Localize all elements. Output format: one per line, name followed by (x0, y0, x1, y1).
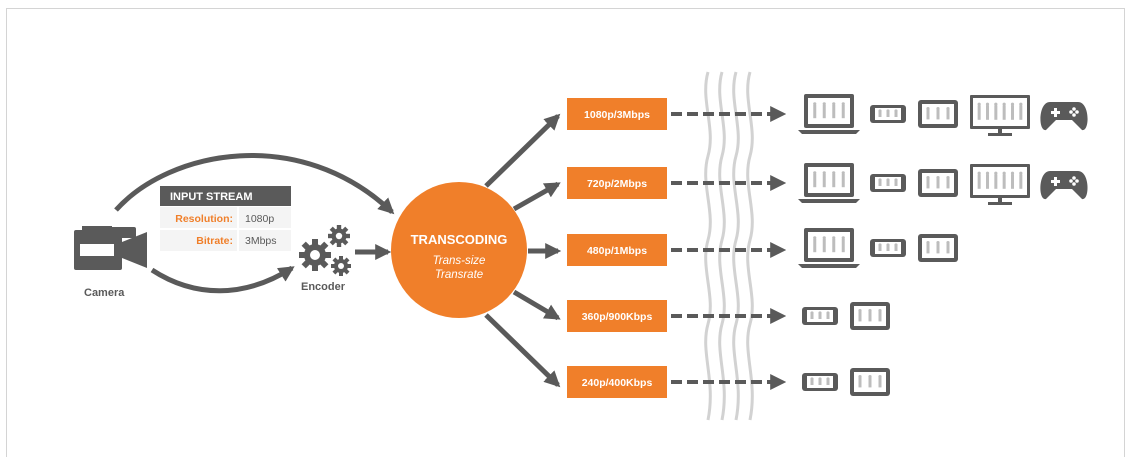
device-row (802, 368, 890, 396)
camera-to-transcoder-arrow (114, 153, 395, 215)
camera-label: Camera (84, 287, 125, 299)
tv-icon (970, 164, 1030, 205)
phone-icon (802, 307, 838, 325)
output-box: 1080p/3Mbps (567, 98, 667, 130)
input-stream-table: INPUT STREAM Resolution: 1080p Bitrate: … (160, 186, 291, 251)
fan-arrow-1 (484, 113, 561, 188)
gamepad-icon (1040, 171, 1088, 200)
laptop-icon (798, 163, 860, 203)
output-label-360p: 360p/900Kbps (582, 311, 653, 323)
phone-icon (802, 373, 838, 391)
phone-icon (870, 174, 906, 192)
diagram-frame (6, 8, 1125, 457)
output-box: 720p/2Mbps (567, 167, 667, 199)
network-waves (704, 71, 754, 421)
tablet-icon (850, 302, 890, 330)
encoder-label: Encoder (301, 281, 346, 293)
device-row (798, 163, 1088, 205)
tablet-icon (918, 169, 958, 197)
resolution-value: 1080p (245, 213, 274, 225)
transcoding-line-1: Trans-size (433, 255, 486, 267)
transcoding-line-2: Transrate (435, 269, 483, 281)
tablet-icon (918, 100, 958, 128)
phone-icon (870, 239, 906, 257)
tablet-icon (918, 234, 958, 262)
output-label-240p: 240p/400Kbps (582, 377, 653, 389)
fan-arrow-5 (484, 313, 561, 388)
output-label-1080p: 1080p/3Mbps (584, 109, 650, 121)
dashed-arrows (671, 106, 787, 390)
output-box: 360p/900Kbps (567, 300, 667, 332)
transcoding-circle (391, 182, 527, 318)
fan-arrow-2 (512, 181, 561, 212)
fan-out-arrows (484, 113, 562, 388)
resolution-key: Resolution: (175, 213, 233, 225)
output-box: 480p/1Mbps (567, 234, 667, 266)
gears-icon (299, 225, 351, 276)
output-box: 240p/400Kbps (567, 366, 667, 398)
gamepad-icon (1040, 102, 1088, 131)
tablet-icon (850, 368, 890, 396)
device-row (798, 94, 1088, 136)
device-row (802, 302, 890, 330)
tv-icon (970, 95, 1030, 136)
laptop-icon (798, 94, 860, 134)
device-row (798, 228, 958, 268)
device-groups (798, 94, 1088, 396)
fan-arrow-4 (512, 289, 561, 321)
bitrate-value: 3Mbps (245, 235, 277, 247)
output-label-480p: 480p/1Mbps (587, 245, 647, 257)
transcoding-title: TRANSCODING (411, 232, 508, 247)
output-label-720p: 720p/2Mbps (587, 178, 647, 190)
laptop-icon (798, 228, 860, 268)
camera-icon (74, 226, 147, 270)
bitrate-key: Bitrate: (196, 235, 233, 247)
phone-icon (870, 105, 906, 123)
camera-to-encoder-arrow (150, 265, 295, 294)
input-stream-title: INPUT STREAM (170, 191, 253, 203)
